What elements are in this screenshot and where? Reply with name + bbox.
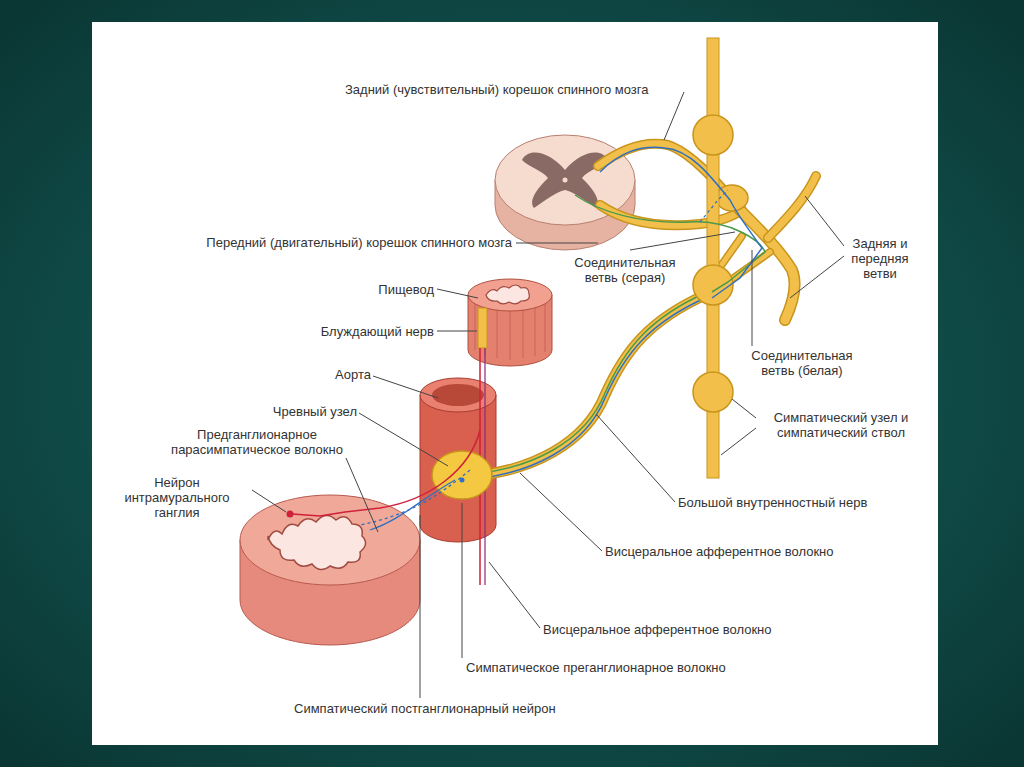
intestine <box>240 495 420 645</box>
part-label: Висцеральное афферентное волокно <box>543 622 772 637</box>
part-label: Чревный узел <box>273 404 357 419</box>
part-label: Блуждающий нерв <box>321 324 434 339</box>
white-panel <box>92 22 938 745</box>
part-label: Симпатический узел и симпатический ствол <box>758 410 924 440</box>
part-label: Висцеральное афферентное волокно <box>605 544 834 559</box>
part-label: Симпатическое преганглионарное волокно <box>466 660 726 675</box>
part-label: Аорта <box>335 367 371 382</box>
part-label: Пищевод <box>378 282 434 297</box>
leader-lines <box>252 92 844 698</box>
splanchnic-nerve <box>475 293 705 479</box>
part-label: Задний (чувствительный) корешок спинного… <box>345 82 649 97</box>
part-label: Соединительная ветвь (белая) <box>740 348 864 378</box>
part-label: Предганглионарное парасимпатическое воло… <box>168 427 346 457</box>
part-label: Симпатический постганглионарный нейрон <box>294 701 556 716</box>
part-label: Соединительная ветвь (серая) <box>566 255 684 285</box>
part-label: Задняя и передняя ветви <box>844 236 916 281</box>
part-label: Большой внутренностный нерв <box>678 495 867 510</box>
part-label: Передний (двигательный) корешок спинного… <box>206 235 512 250</box>
vagus-nerve <box>478 308 487 585</box>
part-label: Нейрон интрамурального ганглия <box>102 475 252 520</box>
sympathetic-trunk <box>693 38 733 478</box>
